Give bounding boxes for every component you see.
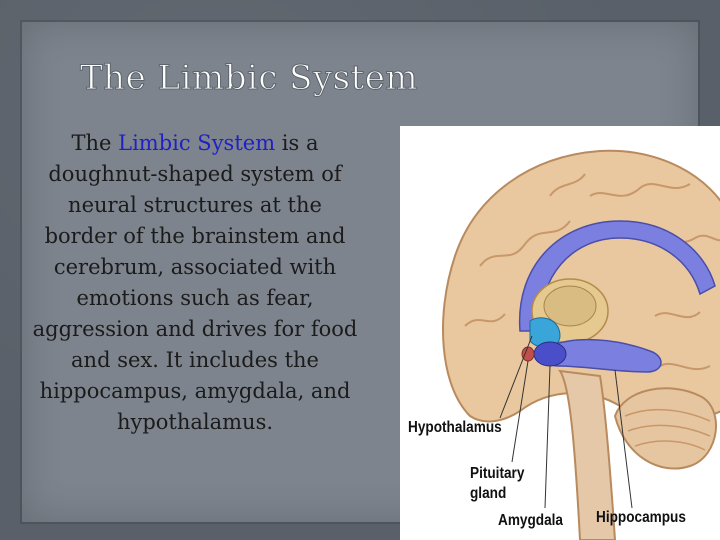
brain-illustration: [442, 149, 720, 540]
cerebellum: [613, 387, 717, 470]
cingulate-arc: [518, 220, 716, 332]
label-leaders: [499, 335, 633, 509]
label-pituitary-line1: Pituitary: [470, 465, 525, 482]
label-pituitary-line2: gland: [470, 485, 507, 502]
brain-diagram: Hypothalamus Pituitary gland Amygdala Hi…: [400, 126, 720, 540]
label-amygdala: Amygdala: [498, 512, 563, 529]
pituitary-region: [521, 346, 535, 362]
body-suffix: is a doughnut-shaped system of neural st…: [32, 131, 358, 434]
slide-body-text: The Limbic System is a doughnut-shaped s…: [30, 128, 360, 438]
brainstem: [557, 369, 617, 540]
label-hippocampus: Hippocampus: [596, 509, 686, 526]
amygdala-region: [533, 341, 567, 367]
body-highlight-term: Limbic System: [118, 131, 276, 155]
body-prefix: The: [71, 131, 119, 155]
hypothalamus-region: [529, 317, 561, 348]
label-hypothalamus: Hypothalamus: [408, 419, 502, 436]
slide-title: The Limbic System: [80, 58, 419, 99]
cortex-folds: [464, 173, 720, 371]
